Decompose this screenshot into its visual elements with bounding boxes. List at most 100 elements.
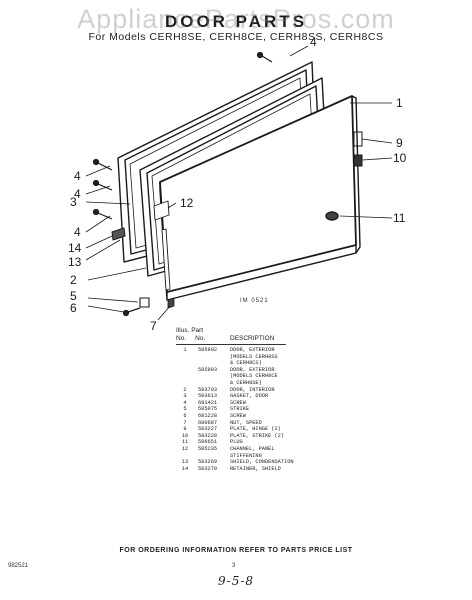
illus-number: 6 <box>183 412 187 419</box>
illus-number: 9 <box>183 426 187 433</box>
part-number <box>198 373 230 380</box>
part-description: STIFFENING <box>230 452 262 459</box>
ordering-info-footer: FOR ORDERING INFORMATION REFER TO PARTS … <box>119 547 353 554</box>
part-number: 593613 <box>198 393 218 400</box>
table-row: & CERH8SE) <box>176 380 298 387</box>
strike-screw-drawing <box>122 307 141 317</box>
part-description: PLUG <box>230 439 243 446</box>
hinge-plate-drawing <box>353 131 363 147</box>
illus-header-top: Illus. <box>176 327 190 334</box>
callout-labels: 1 2 3 4 4 4 4 5 6 7 9 10 11 12 13 14 <box>68 35 407 333</box>
illus-number <box>176 380 198 387</box>
part-description: STRIKE <box>230 406 250 413</box>
illus-number <box>176 354 198 361</box>
plug-drawing <box>325 211 339 221</box>
part-number: 585235 <box>198 445 218 452</box>
part-number: 583269 <box>198 459 218 466</box>
table-row: STIFFENING <box>176 453 298 460</box>
part-number: 583228 <box>198 432 218 439</box>
part-description: RETAINER, SHIELD <box>230 465 281 472</box>
table-row: (MODELS CERH8CE <box>176 373 298 380</box>
part-number: 583227 <box>198 426 218 433</box>
part-number: 681228 <box>198 412 218 419</box>
callout-11: 11 <box>393 211 406 225</box>
table-row: 6 681228 SCREW <box>176 413 298 420</box>
callout-13: 13 <box>68 255 82 269</box>
illus-number: 14 <box>181 465 189 472</box>
parts-header-rule <box>176 344 286 345</box>
handwritten-date: 9-5-8 <box>218 574 255 588</box>
page-number: 3 <box>232 563 236 569</box>
diagram-code: IM 0521 <box>240 298 269 304</box>
illus-number: 11 <box>181 439 189 446</box>
table-row: 9 583227 PLATE, HINGE (2) <box>176 426 298 433</box>
part-description: SCREW <box>230 412 246 419</box>
table-row: 5 585075 STRIKE <box>176 406 298 413</box>
callout-5: 5 <box>70 289 77 303</box>
part-number: 681421 <box>198 399 218 406</box>
callout-14: 14 <box>68 241 82 255</box>
part-description: & CERH8CS) <box>230 360 262 367</box>
table-row: 13 583269 SHIELD, CONDENSATION <box>176 459 298 466</box>
shield-retainer-drawing <box>111 227 126 241</box>
part-description: PLATE, HINGE (2) <box>230 426 281 433</box>
illus-number: 4 <box>183 399 187 406</box>
part-description: (MODELS CERH8SS <box>230 353 278 360</box>
callout-10: 10 <box>393 151 407 165</box>
illus-header-bottom: No. <box>176 335 187 342</box>
part-description: PLATE, STRIKE (2) <box>230 432 285 439</box>
illus-number: 1 <box>183 347 187 353</box>
callout-7: 7 <box>150 319 157 333</box>
page-title: DOOR PARTS <box>164 12 308 31</box>
illus-number: 10 <box>181 432 189 439</box>
callout-6: 6 <box>70 301 77 315</box>
part-description: (MODELS CERH8CE <box>230 373 278 380</box>
left-screws-drawing <box>92 158 113 220</box>
part-number <box>198 380 230 387</box>
illus-number <box>176 373 198 380</box>
part-number: 593703 <box>198 386 218 393</box>
illus-number: 7 <box>183 419 187 426</box>
part-description: & CERH8SE) <box>230 379 262 386</box>
document-code: 982521 <box>8 563 29 569</box>
parts-header-top: Illus. Part <box>176 327 203 334</box>
part-number: 680687 <box>198 419 218 426</box>
part-description: DOOR, EXTERIOR <box>230 366 275 373</box>
table-row: 1 585992 DOOR, EXTERIOR <box>176 347 298 354</box>
part-header-bottom: No. <box>195 335 206 342</box>
illus-number <box>176 453 198 460</box>
strike-plate-drawing <box>353 154 363 167</box>
callout-4-c: 4 <box>74 225 81 239</box>
part-description: SHIELD, CONDENSATION <box>230 459 294 466</box>
watermark: AppliancePartsPros.com <box>77 4 395 34</box>
part-description: GASKET, DOOR <box>230 393 269 400</box>
stiffening-channel-drawing <box>153 200 170 221</box>
part-description: DOOR, INTERIOR <box>230 386 275 393</box>
part-number <box>198 360 230 367</box>
part-header-top: Part <box>191 327 204 334</box>
table-row: & CERH8CS) <box>176 360 298 367</box>
part-number: 585075 <box>198 406 218 413</box>
callout-1: 1 <box>396 96 403 110</box>
speed-nut-drawing <box>167 297 175 309</box>
illus-number: 3 <box>183 393 187 400</box>
table-row: (MODELS CERH8SS <box>176 354 298 361</box>
callout-4-top: 4 <box>310 35 317 49</box>
callout-12: 12 <box>180 196 194 210</box>
part-number <box>198 354 230 361</box>
callout-3: 3 <box>70 195 77 209</box>
part-description: DOOR, EXTERIOR <box>230 347 275 353</box>
callout-2: 2 <box>70 273 77 287</box>
illus-number: 13 <box>181 459 189 466</box>
part-number: 585992 <box>198 347 218 353</box>
callout-4-a: 4 <box>74 169 81 183</box>
callout-9: 9 <box>396 136 403 150</box>
illus-number: 5 <box>183 406 187 413</box>
illus-number <box>176 367 198 374</box>
